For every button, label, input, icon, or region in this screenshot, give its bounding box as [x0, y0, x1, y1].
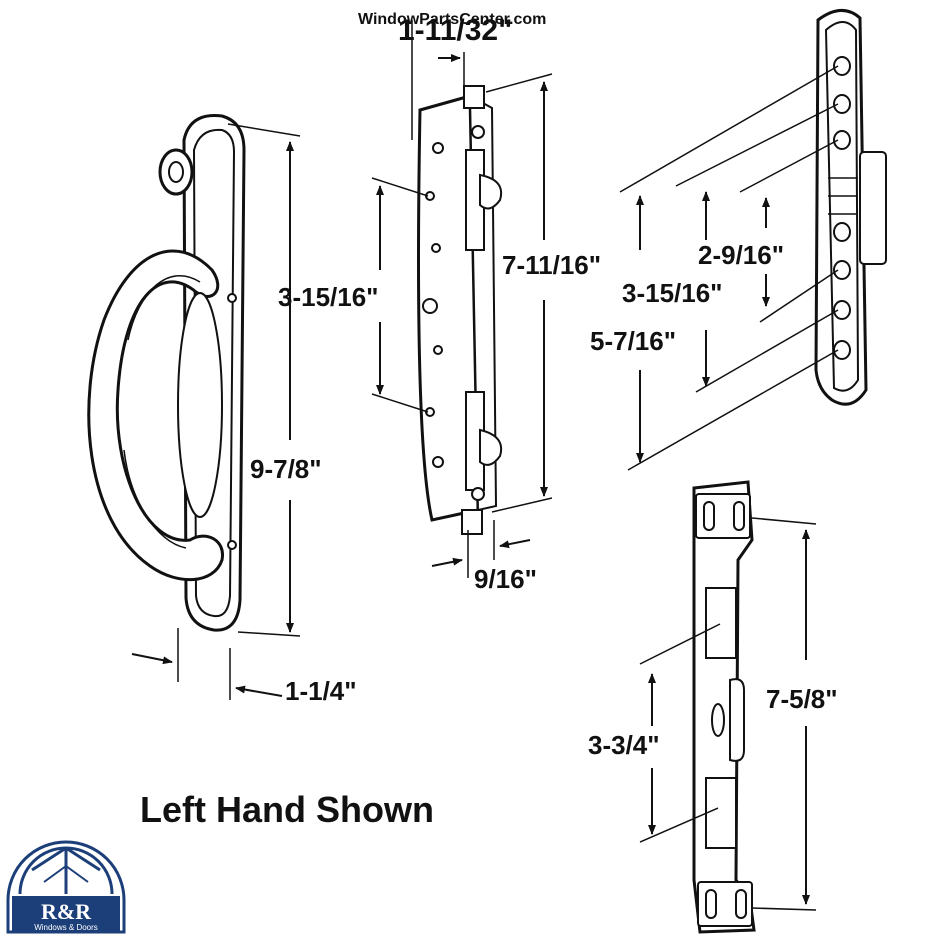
logo-subtitle: Windows & Doors: [34, 923, 98, 932]
mech-thickness-label: 9/16": [474, 564, 537, 594]
handle-height-label: 9-7/8": [250, 454, 322, 484]
keeper-inner-label: 3-3/4": [588, 730, 660, 760]
mech-height-dimension: [485, 73, 553, 513]
faceplate: [814, 9, 887, 406]
mech-height-label: 7-11/16": [502, 250, 601, 280]
mech-width-label: 1-11/32": [398, 14, 512, 47]
watermark-text: WindowPartsCenter.com: [358, 11, 546, 28]
mortise-mechanism: [417, 85, 502, 535]
caption-text: Left Hand Shown: [140, 789, 434, 830]
keeper-plate: [692, 480, 756, 934]
faceplate-dimension-lines: [619, 65, 839, 471]
faceplate-middle-label: 3-15/16": [622, 278, 723, 308]
door-handle: [87, 114, 246, 632]
mech-thickness-dimension: [431, 520, 531, 578]
keeper-height-dimension: [751, 517, 817, 911]
keeper-height-label: 7-5/8": [766, 684, 838, 714]
logo-initials: R&R: [41, 899, 92, 924]
keeper-inner-dimension: [639, 623, 721, 843]
mech-width-dimension: [411, 20, 465, 140]
rr-logo: R&R Windows & Doors: [6, 840, 126, 934]
faceplate-inner-label: 2-9/16": [698, 240, 784, 270]
hole-spacing-label: 3-15/16": [278, 282, 379, 312]
handle-depth-label: 1-1/4": [285, 676, 357, 706]
handle-height-dimension: [227, 123, 301, 637]
faceplate-outer-label: 5-7/16": [590, 326, 676, 356]
hole-spacing-dimension: [371, 177, 429, 413]
handle-depth-dimension: [131, 628, 283, 700]
